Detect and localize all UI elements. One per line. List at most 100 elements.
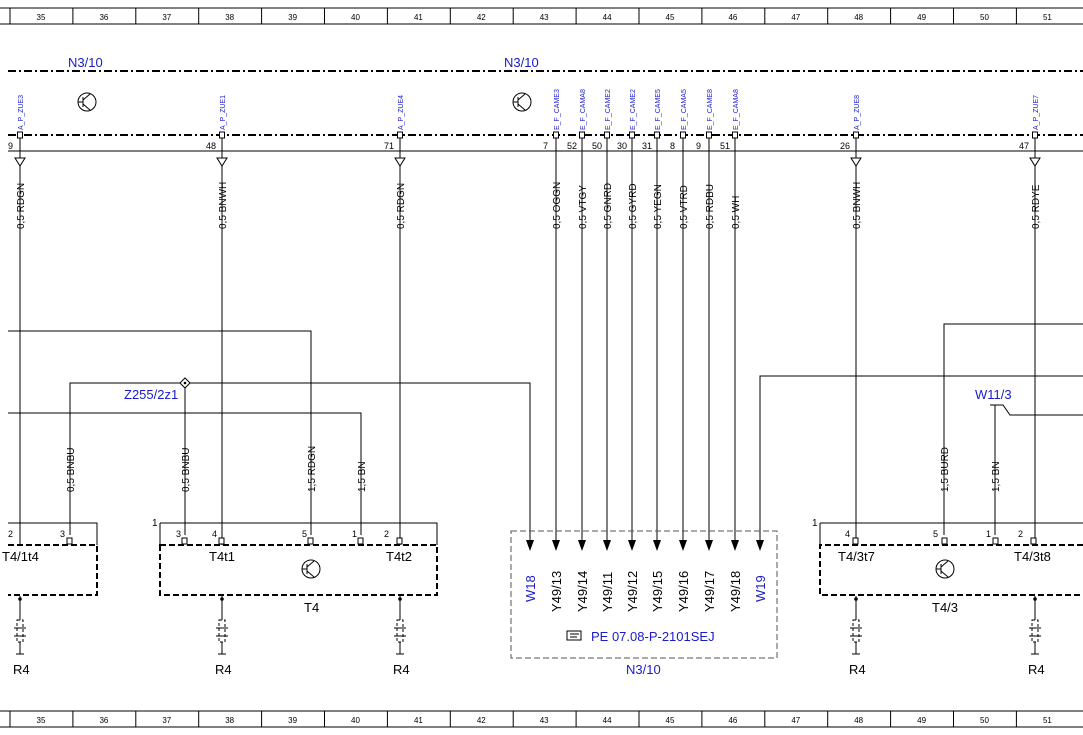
pin-terminal bbox=[553, 131, 559, 139]
pin-signal-label: A_P_ZUE1 bbox=[220, 95, 227, 130]
pin-number: 1 bbox=[986, 529, 991, 539]
pin-number: 9 bbox=[696, 141, 701, 151]
transistor-icon bbox=[301, 559, 321, 579]
arrow-down-icon bbox=[578, 540, 586, 551]
reference-label: Y49/18 bbox=[728, 571, 743, 612]
grid-label: 44 bbox=[603, 716, 612, 725]
grid-label: 40 bbox=[351, 13, 360, 22]
plug-arrow-icon bbox=[850, 157, 862, 167]
resistor-icon bbox=[16, 619, 24, 643]
arrow-down-icon bbox=[679, 540, 687, 551]
wire-label: 1,5 BURD bbox=[940, 447, 951, 492]
hand-pointer-icon bbox=[566, 630, 582, 641]
pin-terminal bbox=[17, 131, 23, 139]
arrow-down-icon bbox=[731, 540, 739, 551]
t4-1-sub-label: T4/1t4 bbox=[2, 549, 39, 564]
arrow-down-icon bbox=[552, 540, 560, 551]
grid-label: 41 bbox=[414, 13, 423, 22]
grid-label: 36 bbox=[99, 716, 108, 725]
pin-terminal bbox=[579, 131, 585, 139]
grid-label: 46 bbox=[728, 13, 737, 22]
arrow-down-icon bbox=[603, 540, 611, 551]
t4-3-sub-label: T4/3t8 bbox=[1014, 549, 1051, 564]
n310-label-right: N3/10 bbox=[504, 55, 539, 70]
grid-label: 42 bbox=[477, 13, 486, 22]
corner-number: 1 bbox=[152, 518, 158, 529]
pin-terminal bbox=[1032, 131, 1038, 139]
resistor-icon bbox=[1031, 619, 1039, 643]
wire-label: 0,5 RDBU bbox=[705, 184, 716, 229]
component-t4: 1 3 4 5 1 2 T4t1 T4t2 T4 bbox=[152, 518, 438, 615]
pin-number: 51 bbox=[720, 141, 730, 151]
reference-label: Y49/14 bbox=[575, 571, 590, 612]
reference-note: PE 07.08-P-2101SEJ bbox=[591, 629, 715, 644]
grid-label: 49 bbox=[917, 13, 926, 22]
wire-label: 0,5 BNBU bbox=[181, 448, 192, 492]
pin-number: 47 bbox=[1019, 141, 1029, 151]
plug-arrow-icon bbox=[14, 157, 26, 167]
grid-label: 35 bbox=[37, 716, 46, 725]
wire-label: 1,5 BN bbox=[357, 461, 368, 492]
pin-number: 5 bbox=[302, 529, 307, 539]
wire-label: 0,5 GNRD bbox=[603, 183, 614, 229]
arrow-down-icon bbox=[705, 540, 713, 551]
grid-label: 37 bbox=[162, 13, 171, 22]
reference-label: Y49/12 bbox=[625, 571, 640, 612]
pin-terminal bbox=[629, 131, 635, 139]
bottom-grid-ruler bbox=[0, 710, 1083, 728]
pin-number: 2 bbox=[1018, 529, 1023, 539]
pin-number: 30 bbox=[617, 141, 627, 151]
pin-terminal bbox=[604, 131, 610, 139]
wire-label: 1,5 RDGN bbox=[307, 446, 318, 492]
plug-arrow-icon bbox=[1029, 157, 1041, 167]
component-t4-3: 1 4 5 1 2 T4/3t7 T4/3t8 T4/3 bbox=[812, 518, 1083, 615]
grid-label: 44 bbox=[603, 13, 612, 22]
pin-signal-label: A_P_ZUE3 bbox=[18, 95, 25, 130]
splice-icon bbox=[179, 377, 191, 389]
reference-label: W18 bbox=[523, 575, 538, 602]
wire-label: 0,5 WH bbox=[731, 196, 742, 229]
t4-sub-label: T4t2 bbox=[386, 549, 412, 564]
pin-terminal bbox=[853, 131, 859, 139]
arrow-down-icon bbox=[653, 540, 661, 551]
t4-name: T4 bbox=[304, 600, 319, 615]
routing-wires bbox=[8, 323, 1083, 550]
pin-signal-label: A_P_ZUE8 bbox=[854, 95, 861, 130]
pin-number: 2 bbox=[8, 529, 13, 539]
reference-label: W19 bbox=[753, 575, 768, 602]
wire-label: 0,5 RDGN bbox=[396, 183, 407, 229]
pin-number: 4 bbox=[212, 529, 217, 539]
grid-label: 36 bbox=[99, 13, 108, 22]
plug-arrow-icon bbox=[394, 157, 406, 167]
reference-label: Y49/16 bbox=[676, 571, 691, 612]
reference-label: Y49/13 bbox=[549, 571, 564, 612]
resistor-icon bbox=[396, 619, 404, 643]
junction-dot bbox=[220, 597, 224, 601]
grid-label: 43 bbox=[540, 716, 549, 725]
resistor-icon bbox=[218, 619, 226, 643]
grid-label: 48 bbox=[854, 13, 863, 22]
reference-label: Y49/15 bbox=[650, 571, 665, 612]
grid-label: 51 bbox=[1043, 716, 1052, 725]
grid-label: 40 bbox=[351, 716, 360, 725]
w113-label: W11/3 bbox=[975, 387, 1012, 402]
t4-sub-label: T4t1 bbox=[209, 549, 235, 564]
wire-label: 0,5 BNWH bbox=[218, 182, 229, 229]
pin-terminal bbox=[732, 131, 738, 139]
grid-label: 38 bbox=[225, 716, 234, 725]
grid-label: 46 bbox=[728, 716, 737, 725]
wire-label: 1,5 BN bbox=[991, 461, 1002, 492]
reference-label: Y49/17 bbox=[702, 571, 717, 612]
pin-number: 8 bbox=[670, 141, 675, 151]
top-grid-ruler bbox=[0, 7, 1083, 25]
grid-label: 45 bbox=[666, 716, 675, 725]
pin-number: 3 bbox=[176, 529, 181, 539]
arrow-down-icon bbox=[628, 540, 636, 551]
grid-label: 42 bbox=[477, 716, 486, 725]
resistor-icon bbox=[852, 619, 860, 643]
pin-signal-label: A_P_ZUE7 bbox=[1033, 95, 1040, 130]
pin-signal-label: E_F_CAME2 bbox=[630, 89, 637, 130]
grid-label: 41 bbox=[414, 716, 423, 725]
wire-label: 0,5 YEGN bbox=[653, 184, 664, 229]
grid-label: 39 bbox=[288, 13, 297, 22]
